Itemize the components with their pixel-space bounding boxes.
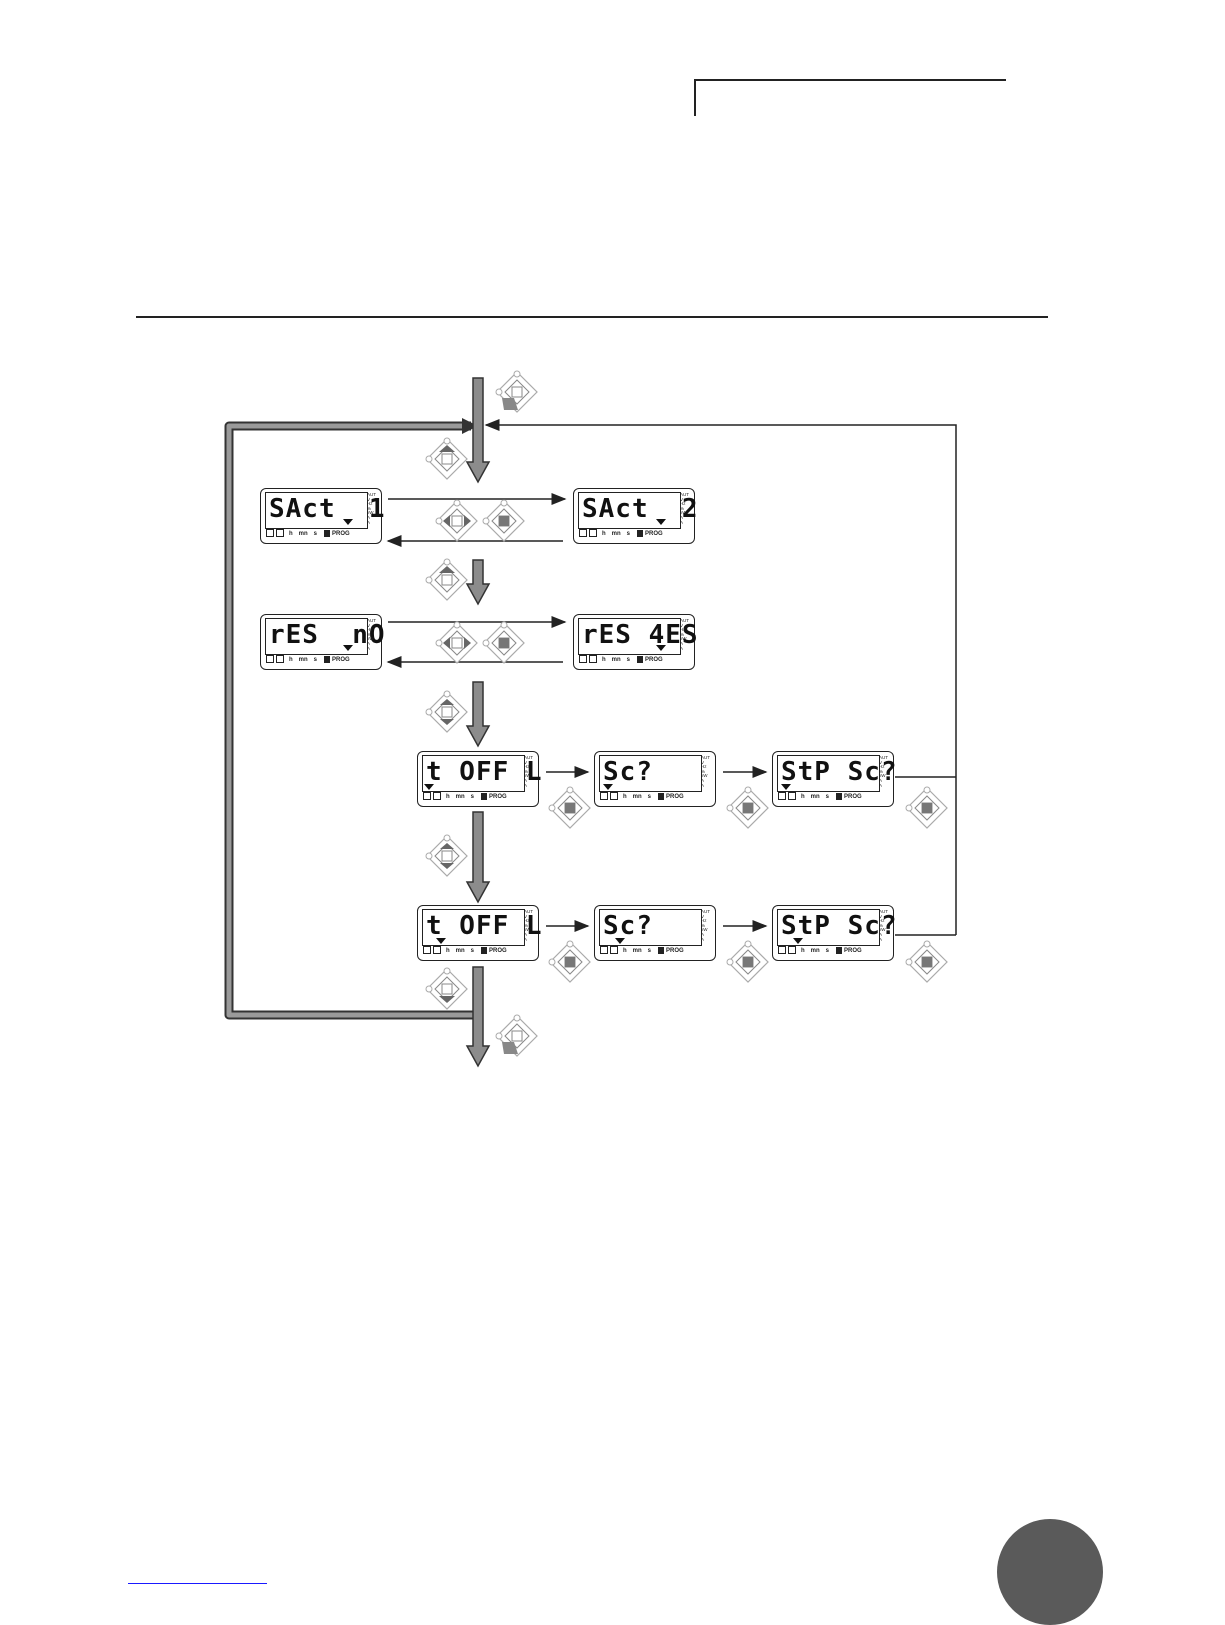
page-number-badge: [997, 1519, 1103, 1625]
keypad-enter-icon: [482, 499, 525, 542]
section-rule: [136, 316, 1048, 318]
keypad-esc-icon: [495, 1014, 538, 1057]
keypad-leftright-icon: [435, 621, 478, 664]
flow-arrows: [465, 377, 491, 1068]
keypad-up-icon: [425, 437, 468, 480]
keypad-enter-icon: [548, 940, 591, 983]
keypad-icons: [425, 370, 948, 1057]
keypad-enter-icon: [905, 940, 948, 983]
footer-link[interactable]: [128, 1583, 267, 1584]
lcd-text: SAct 1: [269, 494, 386, 524]
lcd-text: Sc?: [603, 757, 653, 787]
keypad-enter-icon: [548, 786, 591, 829]
keypad-updown-icon: [425, 834, 468, 877]
keypad-enter-icon: [726, 940, 769, 983]
keypad-enter-icon: [482, 621, 525, 664]
lcd-text: rES 4ES: [582, 620, 699, 650]
lcd-text: StP Sc?: [781, 757, 898, 787]
keypad-updown-icon: [425, 690, 468, 733]
keypad-esc-icon: [495, 370, 538, 413]
lcd-text: t OFF L: [426, 757, 543, 787]
lcd-text: Sc?: [603, 911, 653, 941]
keypad-down-icon: [425, 967, 468, 1010]
header-rule-top: [694, 79, 1006, 81]
keypad-up-icon: [425, 558, 468, 601]
lcd-text: rES nO: [269, 620, 386, 650]
header-rule-vertical: [694, 79, 696, 116]
keypad-enter-icon: [905, 786, 948, 829]
lcd-text: SAct 2: [582, 494, 699, 524]
keypad-leftright-icon: [435, 499, 478, 542]
lcd-text: StP Sc?: [781, 911, 898, 941]
lcd-text: t OFF L: [426, 911, 543, 941]
keypad-enter-icon: [726, 786, 769, 829]
flow-diagram-lines: [224, 377, 957, 1068]
